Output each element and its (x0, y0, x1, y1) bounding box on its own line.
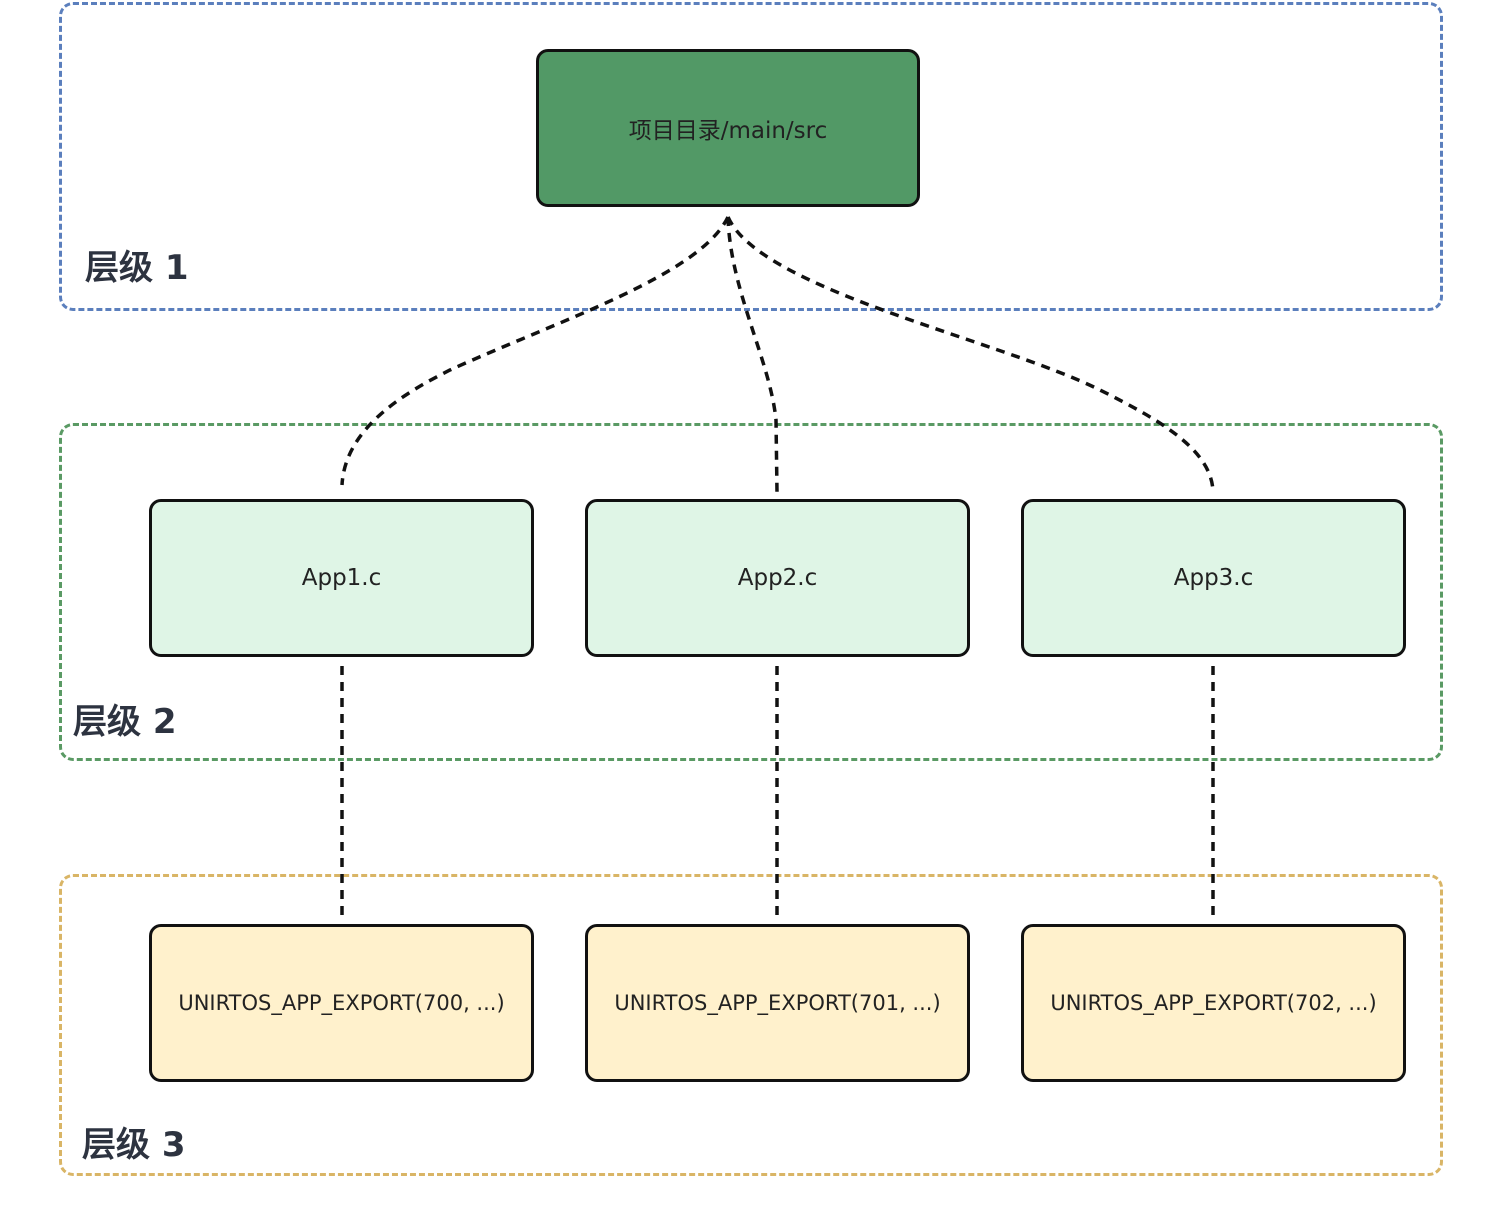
app3-node: App3.c (1021, 499, 1406, 657)
export-702-node: UNIRTOS_APP_EXPORT(702, ...) (1021, 924, 1406, 1082)
layer-3-label: 层级 3 (82, 1125, 186, 1165)
app2-node: App2.c (585, 499, 970, 657)
layer-3-container (59, 874, 1443, 1176)
layer-2-label: 层级 2 (73, 702, 177, 742)
root-node: 项目目录/main/src (536, 49, 920, 207)
export-701-node: UNIRTOS_APP_EXPORT(701, ...) (585, 924, 970, 1082)
app1-node: App1.c (149, 499, 534, 657)
export-700-node: UNIRTOS_APP_EXPORT(700, ...) (149, 924, 534, 1082)
layer-1-label: 层级 1 (85, 248, 189, 288)
